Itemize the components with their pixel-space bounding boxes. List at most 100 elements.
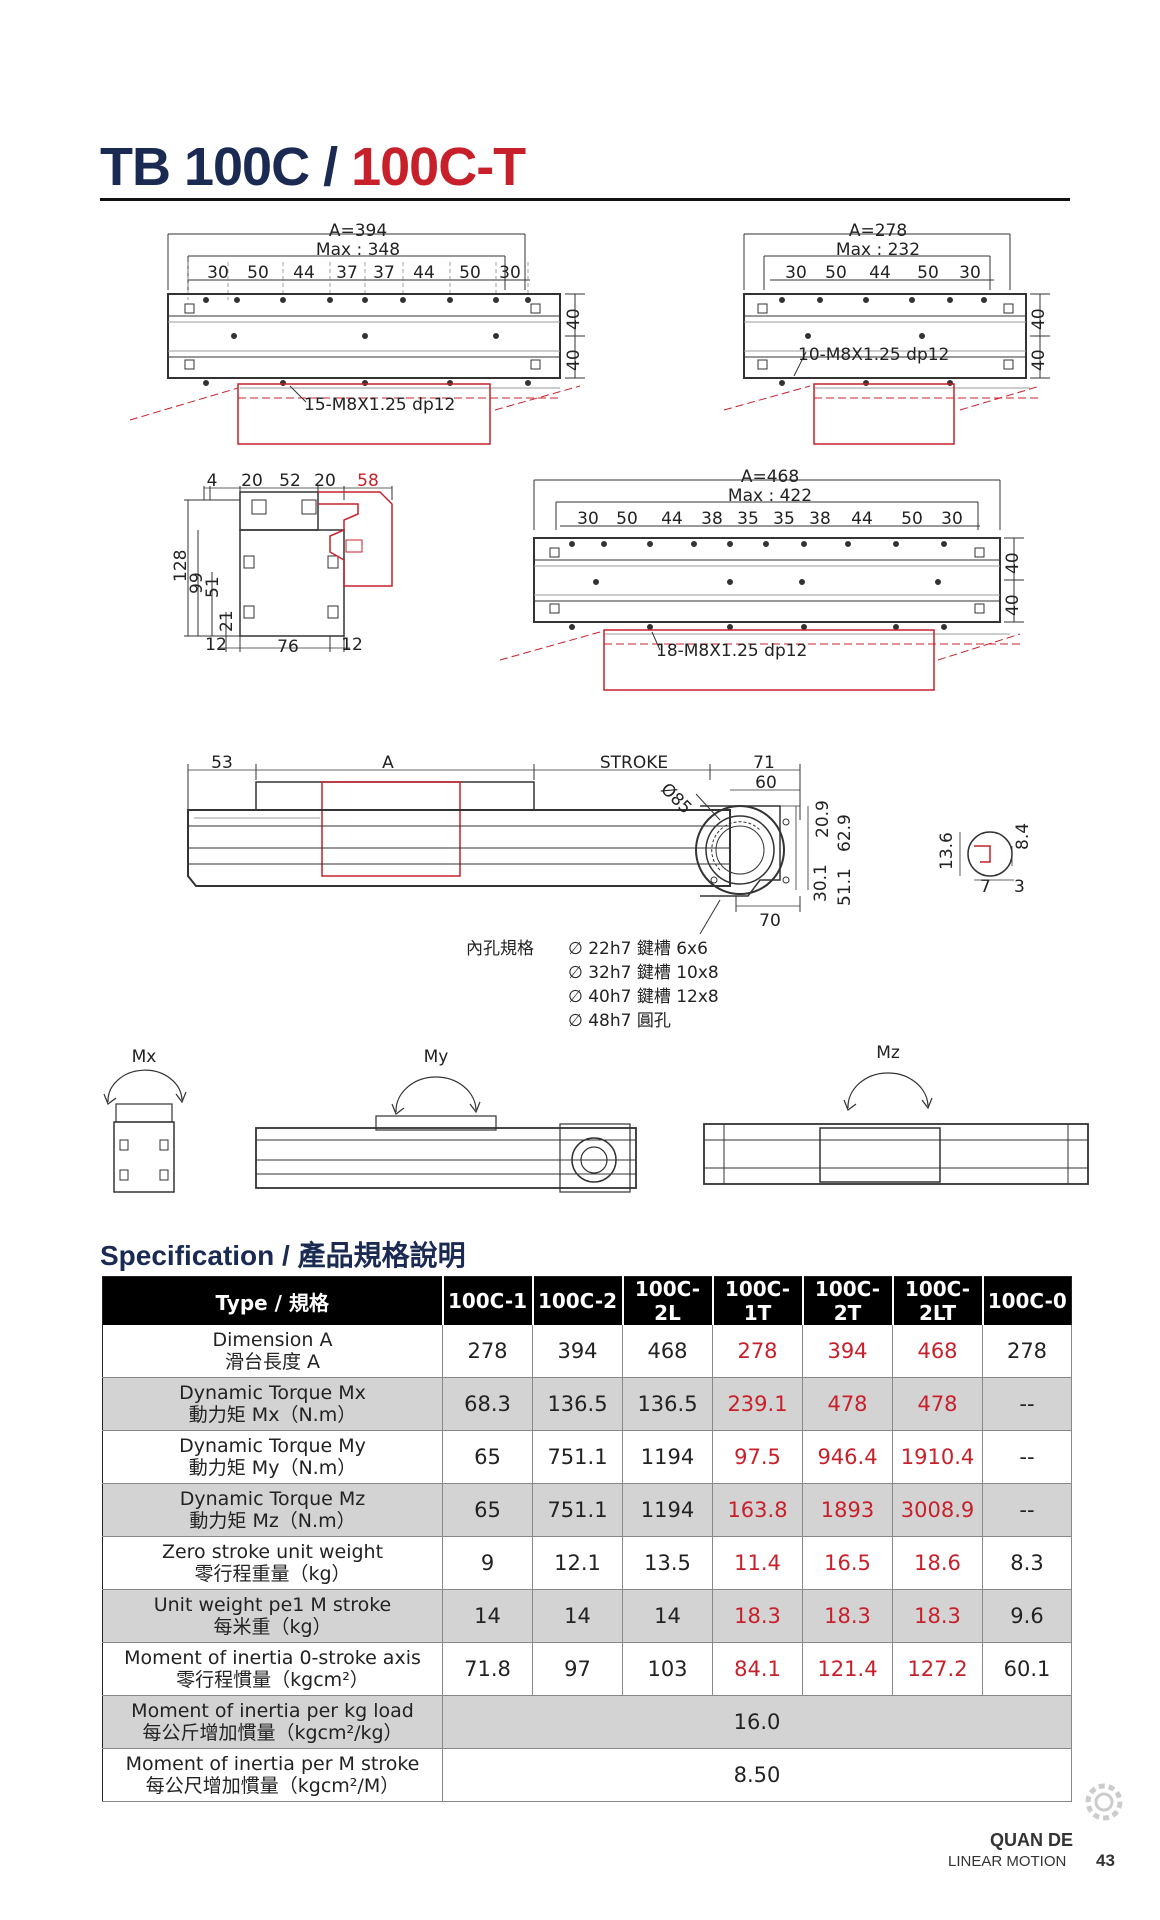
svg-text:30: 30 [499,263,521,283]
svg-text:∅ 32h7 鍵槽 10x8: ∅ 32h7 鍵槽 10x8 [568,963,719,983]
svg-text:Max : 422: Max : 422 [728,486,812,506]
svg-text:15-M8X1.25 dp12: 15-M8X1.25 dp12 [304,395,455,415]
svg-text:128: 128 [171,550,191,582]
svg-text:50: 50 [901,509,923,529]
col-100c-2lt: 100C-2LT [892,1276,984,1325]
svg-text:40: 40 [1003,552,1023,574]
table-header: Type / 規格 100C-1 100C-2 100C-2L 100C-1T … [102,1276,1072,1325]
svg-text:51.1: 51.1 [835,868,855,906]
svg-text:30: 30 [941,509,963,529]
svg-text:10-M8X1.25 dp12: 10-M8X1.25 dp12 [798,345,949,365]
svg-text:37: 37 [336,263,358,283]
svg-text:40: 40 [564,349,584,371]
svg-text:40: 40 [1029,349,1049,371]
svg-text:12: 12 [205,635,227,655]
svg-text:18-M8X1.25 dp12: 18-M8X1.25 dp12 [656,641,807,661]
brand-subtitle: LINEAR MOTION [948,1853,1067,1870]
svg-text:A=468: A=468 [741,467,799,487]
svg-text:A=394: A=394 [329,221,387,241]
svg-text:44: 44 [413,263,435,283]
svg-text:∅ 22h7 鍵槽 6x6: ∅ 22h7 鍵槽 6x6 [568,939,708,959]
page-title: TB 100C / 100C-T [100,137,526,197]
drawing-cross-section: 4 20 52 20 58 128 99 51 21 12 76 12 [171,471,393,657]
svg-text:35: 35 [737,509,759,529]
svg-text:12: 12 [341,635,363,655]
svg-text:Mx: Mx [132,1047,157,1067]
svg-text:76: 76 [277,637,299,657]
svg-text:∅ 40h7 鍵槽 12x8: ∅ 40h7 鍵槽 12x8 [568,987,719,1007]
svg-text:A: A [382,753,394,773]
svg-text:58: 58 [357,471,379,491]
moment-my: My [255,1047,637,1193]
svg-text:Ø85: Ø85 [656,779,695,818]
svg-text:STROKE: STROKE [600,753,668,773]
svg-text:內孔規格: 內孔規格 [466,939,534,959]
technical-drawings: A=394 Max : 348 30 50 44 37 37 44 50 30 … [103,221,1089,1193]
svg-text:50: 50 [459,263,481,283]
svg-text:20: 20 [241,471,263,491]
brand-name: QUAN DE [990,1830,1074,1850]
svg-text:40: 40 [1029,308,1049,330]
svg-text:My: My [424,1047,449,1067]
svg-text:8.4: 8.4 [1013,823,1033,850]
svg-text:60: 60 [755,773,777,793]
svg-text:30: 30 [207,263,229,283]
svg-text:Max : 232: Max : 232 [836,240,920,260]
svg-text:38: 38 [809,509,831,529]
col-type: Type / 規格 [102,1276,444,1325]
svg-text:37: 37 [373,263,395,283]
svg-text:38: 38 [701,509,723,529]
svg-text:44: 44 [851,509,873,529]
page-number: 43 [1096,1851,1115,1870]
svg-text:70: 70 [759,911,781,931]
gear-icon [1085,1783,1123,1821]
svg-text:30: 30 [959,263,981,283]
svg-text:4: 4 [207,471,218,491]
svg-text:Max : 348: Max : 348 [316,240,400,260]
spec-title: Specification / 產品規格說明 [100,1240,466,1271]
col-100c-2t: 100C-2T [802,1276,894,1325]
svg-text:50: 50 [247,263,269,283]
drawing-top-left: A=394 Max : 348 30 50 44 37 37 44 50 30 … [129,221,585,445]
col-100c-0: 100C-0 [982,1276,1072,1325]
svg-text:21: 21 [217,610,237,632]
moment-mx: Mx [103,1047,187,1193]
svg-text:62.9: 62.9 [835,814,855,852]
col-100c-1t: 100C-1T [712,1276,804,1325]
svg-text:44: 44 [869,263,891,283]
svg-text:7: 7 [980,877,991,897]
drawing-top-right: A=278 Max : 232 30 50 44 50 30 40 40 10-… [723,221,1050,445]
svg-text:99: 99 [187,572,207,594]
svg-text:71: 71 [753,753,775,773]
svg-text:53: 53 [211,753,233,773]
svg-text:30.1: 30.1 [811,864,831,902]
bore-specs: 內孔規格 ∅ 22h7 鍵槽 6x6 ∅ 32h7 鍵槽 10x8 ∅ 40h7… [466,939,719,1031]
col-100c-1: 100C-1 [442,1276,534,1325]
svg-text:20: 20 [314,471,336,491]
svg-text:51: 51 [203,576,223,598]
svg-text:Mz: Mz [876,1043,900,1063]
svg-text:52: 52 [279,471,301,491]
svg-text:30: 30 [785,263,807,283]
moment-mz: Mz [703,1043,1089,1185]
svg-text:∅ 48h7 圓孔: ∅ 48h7 圓孔 [568,1011,671,1031]
title-rule [100,198,1070,201]
svg-text:30: 30 [577,509,599,529]
svg-text:3: 3 [1014,877,1025,897]
svg-text:50: 50 [616,509,638,529]
svg-text:44: 44 [661,509,683,529]
svg-text:40: 40 [1003,594,1023,616]
drawing-mid-right: A=468 Max : 422 30 50 44 38 35 35 38 44 … [499,467,1024,691]
svg-text:50: 50 [917,263,939,283]
spec-table: Type / 規格 100C-1 100C-2 100C-2L 100C-1T … [102,1276,1072,1802]
svg-text:20.9: 20.9 [813,800,833,838]
drawing-side-view: 53 A STROKE 71 60 Ø85 20.9 62.9 30.1 51.… [187,753,855,935]
svg-text:50: 50 [825,263,847,283]
